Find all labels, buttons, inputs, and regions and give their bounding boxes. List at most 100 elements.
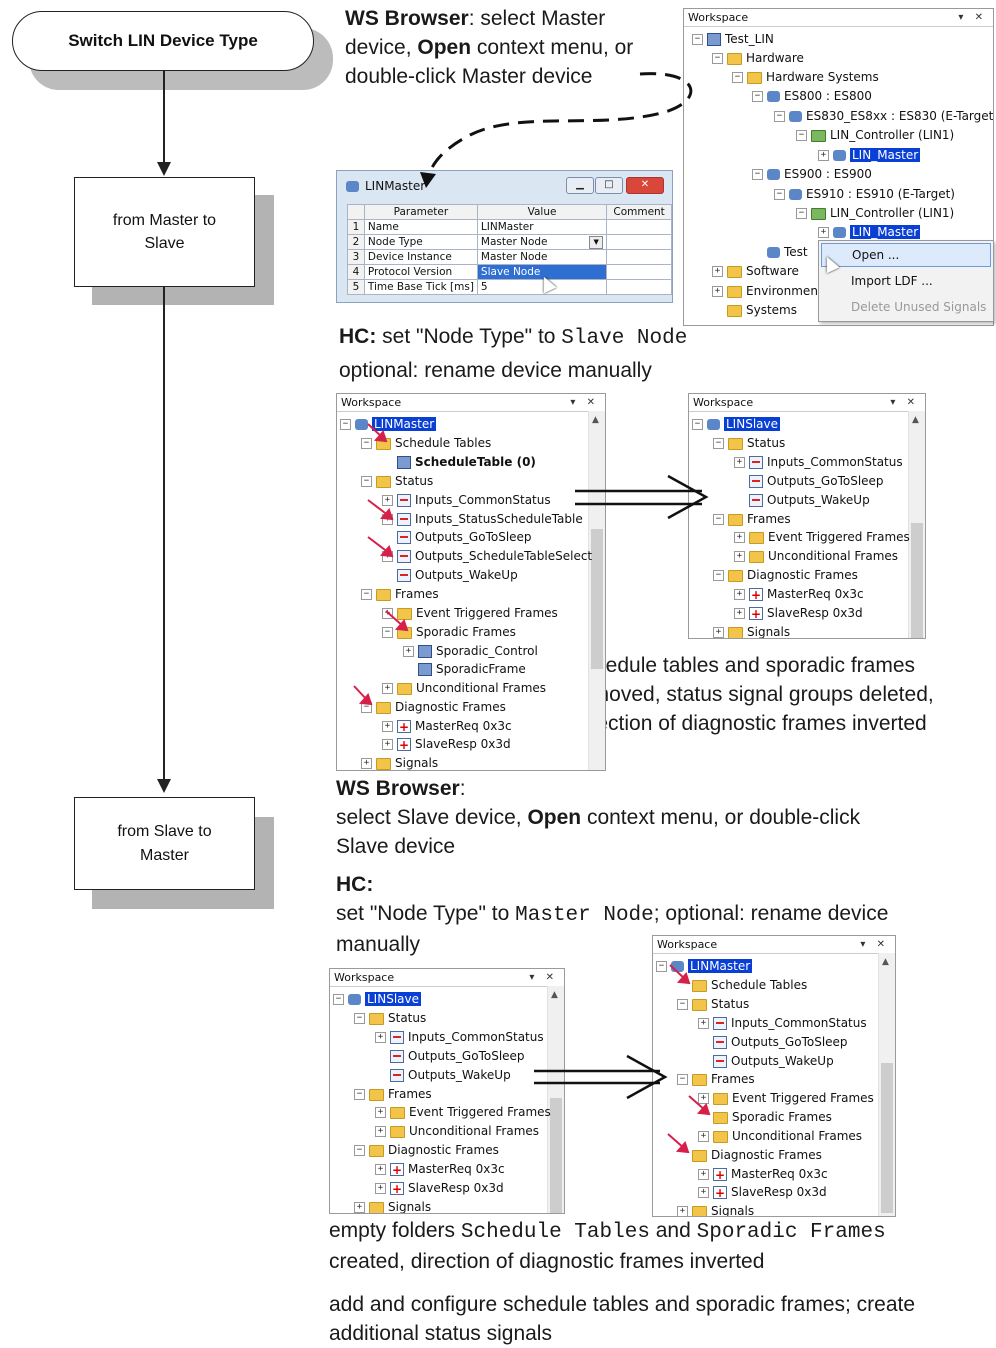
ws1-text-d: double-click Master device [345, 65, 593, 88]
tree-item[interactable]: +SlaveResp 0x3d [382, 735, 511, 755]
res2-b: created, direction of diagnostic frames … [329, 1250, 765, 1273]
tree-item[interactable]: +Signals [361, 754, 438, 770]
controller-icon [811, 207, 826, 220]
tree-item[interactable]: +Event Triggered Frames [698, 1089, 874, 1108]
tree-item[interactable]: +Environmen [712, 282, 818, 301]
tree-item[interactable]: Test [752, 243, 808, 262]
tree-item[interactable]: +Unconditional Frames [382, 679, 546, 698]
menu-import-ldf[interactable]: Import LDF ... [821, 270, 991, 292]
tree-item[interactable]: Diagnostic Frames [677, 1146, 822, 1165]
dropdown-option-slave[interactable]: Slave Node [476, 264, 608, 280]
tree-item[interactable]: −Hardware [712, 49, 804, 68]
tree-item[interactable]: −LINSlave [333, 990, 421, 1009]
hc2-text-c: manually [336, 933, 421, 956]
tree-item[interactable]: ScheduleTable (0) [382, 453, 536, 472]
diagnostic-frame-icon [713, 1184, 727, 1203]
tree-item[interactable]: −Frames [713, 510, 791, 529]
tree-item[interactable]: −ES900 : ES900 [752, 165, 872, 184]
panel-controls-icon[interactable]: ▾ ✕ [890, 397, 919, 408]
menu-delete-unused[interactable]: Delete Unused Signals [821, 296, 991, 318]
tree-item[interactable]: +Unconditional Frames [698, 1127, 862, 1146]
scrollbar[interactable]: ▲ [547, 986, 564, 1213]
tree-item[interactable]: +Inputs_CommonStatus [698, 1014, 867, 1033]
tree-item[interactable]: Outputs_WakeUp [375, 1066, 511, 1085]
tree-item[interactable]: SporadicFrame [403, 660, 526, 679]
tree-item[interactable]: +Event Triggered Frames [375, 1103, 551, 1122]
tree-item[interactable]: +MasterReq 0x3c [734, 585, 864, 605]
tree-item[interactable]: +Signals [677, 1202, 754, 1216]
optional1: optional: rename device manually [339, 359, 652, 382]
tree-item[interactable]: Outputs_GoToSleep [375, 1047, 525, 1066]
tree-item[interactable]: −LINSlave [692, 415, 780, 434]
panel-controls-icon[interactable]: ▾ ✕ [570, 397, 599, 408]
tree-item[interactable]: +Event Triggered Frames [734, 528, 910, 547]
scrollbar[interactable]: ▲ [588, 411, 605, 770]
tree-item[interactable]: Schedule Tables [677, 976, 807, 995]
tree-item-lin-master[interactable]: +LIN_Master [818, 146, 921, 165]
tree-item[interactable]: +Unconditional Frames [375, 1122, 539, 1141]
tree-item[interactable]: +Inputs_CommonStatus [734, 453, 903, 472]
tree-item[interactable]: +Unconditional Frames [734, 547, 898, 566]
panel-controls-icon[interactable]: ▾ ✕ [529, 972, 558, 983]
tree-item[interactable]: Outputs_WakeUp [382, 566, 518, 585]
menu-open[interactable]: Open ... [821, 243, 991, 267]
tree-item[interactable]: Systems [712, 301, 797, 320]
tree-item[interactable]: +MasterReq 0x3c [698, 1165, 828, 1185]
dropdown-arrow-icon[interactable]: ▼ [589, 235, 604, 249]
tree-item[interactable]: −Diagnostic Frames [713, 566, 858, 585]
tree-item[interactable]: −Status [354, 1009, 426, 1028]
tree-item[interactable]: +Signals [713, 623, 790, 638]
tree-item[interactable]: −ES830_ES8xx : ES830 (E-Target) [774, 107, 993, 126]
tree-item[interactable]: +Inputs_CommonStatus [382, 491, 551, 510]
folder-icon [713, 1130, 728, 1143]
tree-item[interactable]: +MasterReq 0x3c [382, 717, 512, 737]
tree-item[interactable]: +Signals [354, 1198, 431, 1213]
tree-item[interactable]: −LINMaster [340, 415, 437, 434]
tree-item[interactable]: −Status [677, 995, 749, 1014]
tree-item[interactable]: −ES910 : ES910 (E-Target) [774, 185, 955, 204]
tree-item[interactable]: Outputs_GoToSleep [382, 528, 532, 547]
tree-item[interactable]: +SlaveResp 0x3d [734, 604, 863, 624]
tree-item[interactable]: Sporadic Frames [698, 1108, 832, 1127]
tree-item[interactable]: +SlaveResp 0x3d [698, 1183, 827, 1203]
close-button[interactable]: ✕ [626, 177, 664, 194]
tree-item[interactable]: Outputs_GoToSleep [734, 472, 884, 491]
tree-item[interactable]: Outputs_WakeUp [698, 1052, 834, 1071]
panel-controls-icon[interactable]: ▾ ✕ [860, 939, 889, 950]
maximize-button[interactable]: □ [595, 177, 623, 194]
panel-controls-icon[interactable]: ▾ ✕ [958, 12, 987, 23]
flow-line-2 [163, 287, 165, 784]
tree-item[interactable]: +Inputs_CommonStatus [375, 1028, 544, 1047]
flow-line-1 [163, 71, 165, 167]
tree-item[interactable]: −Frames [354, 1085, 432, 1104]
tree-item[interactable]: −Frames [677, 1070, 755, 1089]
tree-item[interactable]: +Sporadic_Control [403, 642, 538, 661]
ws1-text-a: : select Master [468, 7, 606, 30]
tree-item[interactable]: +SlaveResp 0x3d [375, 1179, 504, 1199]
tree-item[interactable]: +MasterReq 0x3c [375, 1160, 505, 1180]
tree-item-lin-master-2[interactable]: +LIN_Master [818, 223, 921, 242]
controller-icon [811, 129, 826, 142]
tree-item[interactable]: −LIN_Controller (LIN1) [796, 126, 954, 145]
folder-icon [376, 701, 391, 714]
tree-item[interactable]: −Status [361, 472, 433, 491]
tree-item[interactable]: −ES800 : ES800 [752, 87, 872, 106]
tree-item[interactable]: −Diagnostic Frames [361, 698, 506, 717]
tree-item[interactable]: −LIN_Controller (LIN1) [796, 204, 954, 223]
tree-item[interactable]: Outputs_WakeUp [734, 491, 870, 510]
tree-item[interactable]: −Hardware Systems [732, 68, 879, 87]
tree-item[interactable]: −Test_LIN [692, 30, 774, 49]
tree-item[interactable]: −Diagnostic Frames [354, 1141, 499, 1160]
scrollbar[interactable]: ▲ [878, 953, 895, 1216]
tree-item[interactable]: −LINMaster [656, 957, 753, 976]
tree-item[interactable]: −Frames [361, 585, 439, 604]
tree-item[interactable]: +Software [712, 262, 799, 281]
scrollbar[interactable]: ▲ [908, 411, 925, 638]
tree-item[interactable]: Outputs_GoToSleep [698, 1033, 848, 1052]
minimize-button[interactable]: ▁ [566, 177, 594, 194]
tree-item[interactable]: −Status [713, 434, 785, 453]
